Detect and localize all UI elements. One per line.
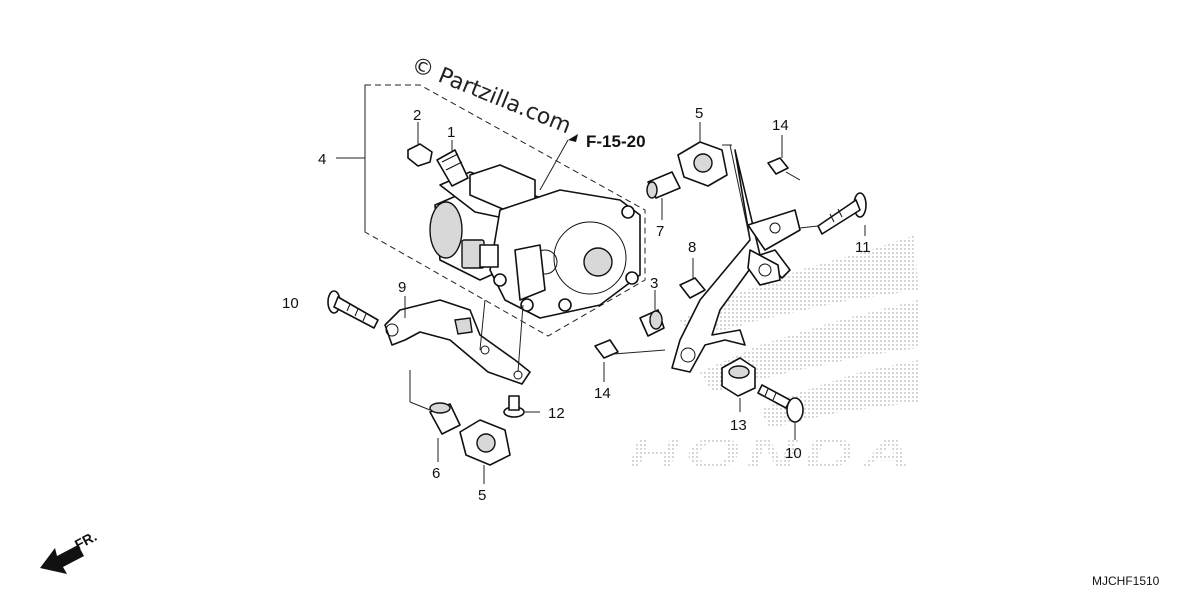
reference-pointer — [539, 134, 578, 191]
right-bracket — [671, 144, 801, 373]
rubber-mount — [721, 357, 756, 412]
callout-10b: 10 — [785, 445, 802, 462]
honda-brand-watermark: HONDA — [628, 429, 918, 478]
flange-bolt-left — [327, 290, 379, 329]
callout-14a: 14 — [772, 117, 789, 134]
flange-bolt-right — [757, 384, 804, 440]
callout-1: 1 — [447, 124, 455, 141]
front-arrow-icon — [40, 545, 84, 574]
callout-5a: 5 — [695, 105, 703, 122]
callout-labels: 1 2 3 4 5 5 6 7 8 9 10 10 11 12 13 14 14 — [282, 105, 871, 504]
assembly-outline — [336, 84, 646, 337]
callout-13: 13 — [730, 417, 747, 434]
washer-8 — [679, 258, 706, 299]
grommet-upper — [677, 122, 732, 187]
flange-bolt-14-upper — [767, 135, 801, 181]
callout-11: 11 — [855, 239, 871, 256]
callout-10a: 10 — [282, 295, 299, 312]
callout-5b: 5 — [478, 487, 486, 504]
callout-14b: 14 — [594, 385, 611, 402]
callout-8: 8 — [688, 239, 696, 256]
small-screw — [503, 395, 540, 418]
flange-bolt-14-lower — [594, 339, 666, 382]
callout-7: 7 — [656, 223, 664, 240]
diagram-code: MJCHF1510 — [1092, 574, 1160, 588]
callout-2: 2 — [413, 107, 421, 124]
grommet-lower — [459, 419, 511, 484]
reference-label: F-15-20 — [586, 132, 646, 151]
callout-9: 9 — [398, 279, 406, 296]
cap-nut — [407, 122, 433, 167]
left-bracket — [384, 296, 531, 402]
collar-7 — [646, 171, 681, 220]
actuator-body — [429, 164, 641, 319]
partzilla-watermark: © Partzilla.com — [408, 52, 575, 139]
callout-4: 4 — [318, 151, 326, 168]
callout-12: 12 — [548, 405, 565, 422]
collar-3 — [639, 290, 665, 337]
callout-6: 6 — [432, 465, 440, 482]
bleeder-screw — [436, 140, 469, 187]
long-bolt — [799, 192, 867, 236]
collar-left — [409, 401, 461, 462]
callout-3: 3 — [650, 275, 658, 292]
